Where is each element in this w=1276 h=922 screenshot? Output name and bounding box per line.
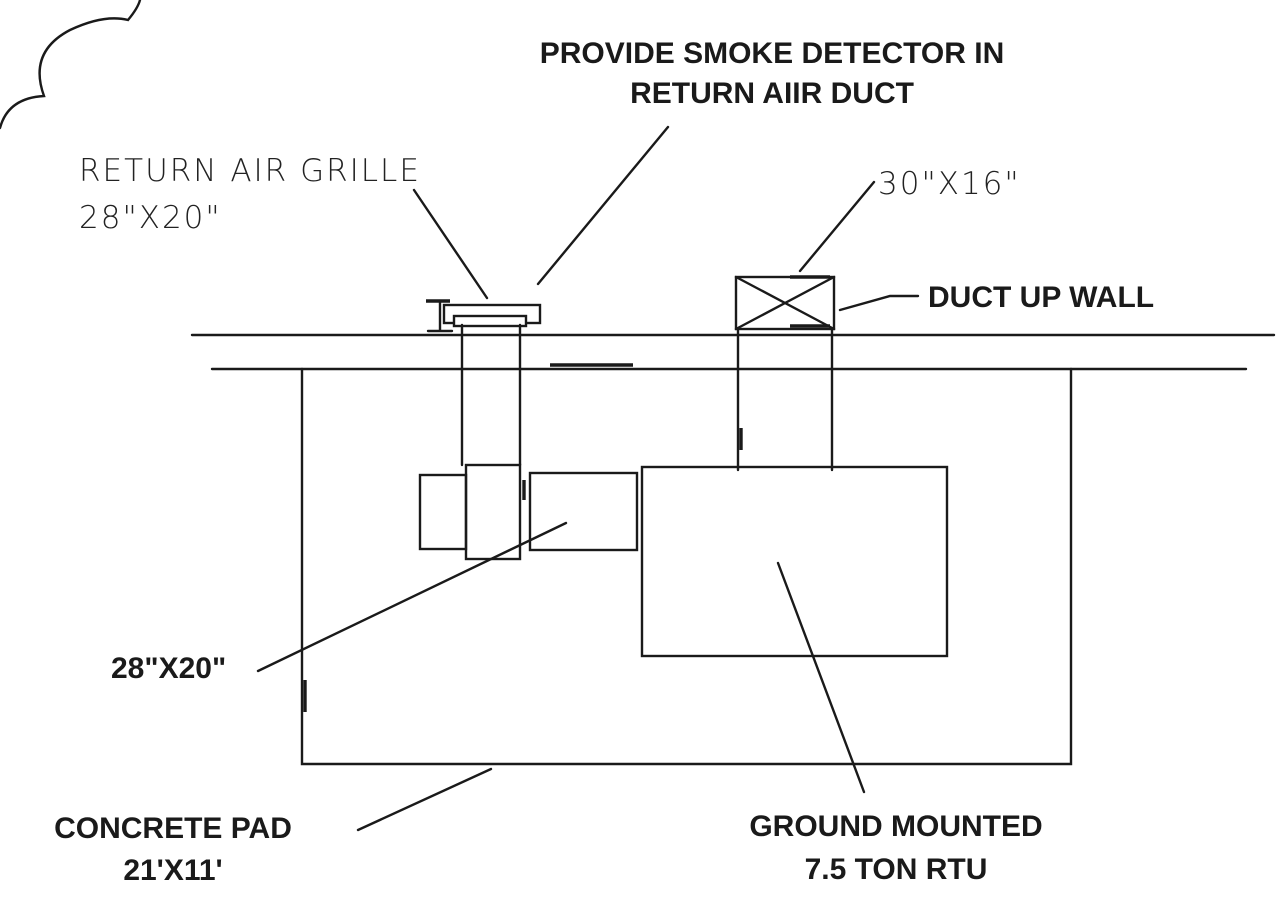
smoke-detector-note-line1: PROVIDE SMOKE DETECTOR IN — [540, 37, 1005, 70]
leader-supply-duct-size — [798, 180, 876, 273]
supply-duct-size-label: 30"X16" — [878, 166, 1021, 202]
leader-smoke-detector — [536, 125, 670, 286]
return-duct-end-cap — [418, 473, 468, 551]
return-duct-horizontal — [528, 471, 639, 552]
duct-up-wall-label: DUCT UP WALL — [928, 281, 1154, 314]
leader-duct-up-wall — [838, 294, 920, 312]
concrete-pad-label-line2: 21'X11' — [123, 854, 222, 887]
concrete-pad-outline — [300, 367, 1073, 766]
concrete-pad-label-line1: CONCRETE PAD — [54, 812, 292, 845]
return-air-grille-label-line1: RETURN AIR GRILLE — [79, 153, 421, 189]
return-air-grille-label-line2: 28"X20" — [79, 200, 222, 236]
revision-cloud — [0, 0, 142, 130]
leader-return-air-grille — [412, 188, 489, 300]
leader-return-duct-size — [256, 521, 568, 673]
return-duct-size-label: 28"X20" — [111, 652, 226, 685]
rtu-unit-outline — [640, 465, 949, 658]
smoke-detector-note-line2: RETURN AIIR DUCT — [630, 77, 914, 110]
rtu-label-line1: GROUND MOUNTED — [749, 810, 1042, 843]
return-air-grille-symbol — [426, 299, 542, 333]
rtu-label-line2: 7.5 TON RTU — [805, 853, 988, 886]
leader-concrete-pad — [356, 767, 493, 832]
return-duct-elbow — [464, 463, 522, 561]
supply-duct-section — [734, 275, 836, 331]
leader-rtu — [776, 561, 866, 794]
